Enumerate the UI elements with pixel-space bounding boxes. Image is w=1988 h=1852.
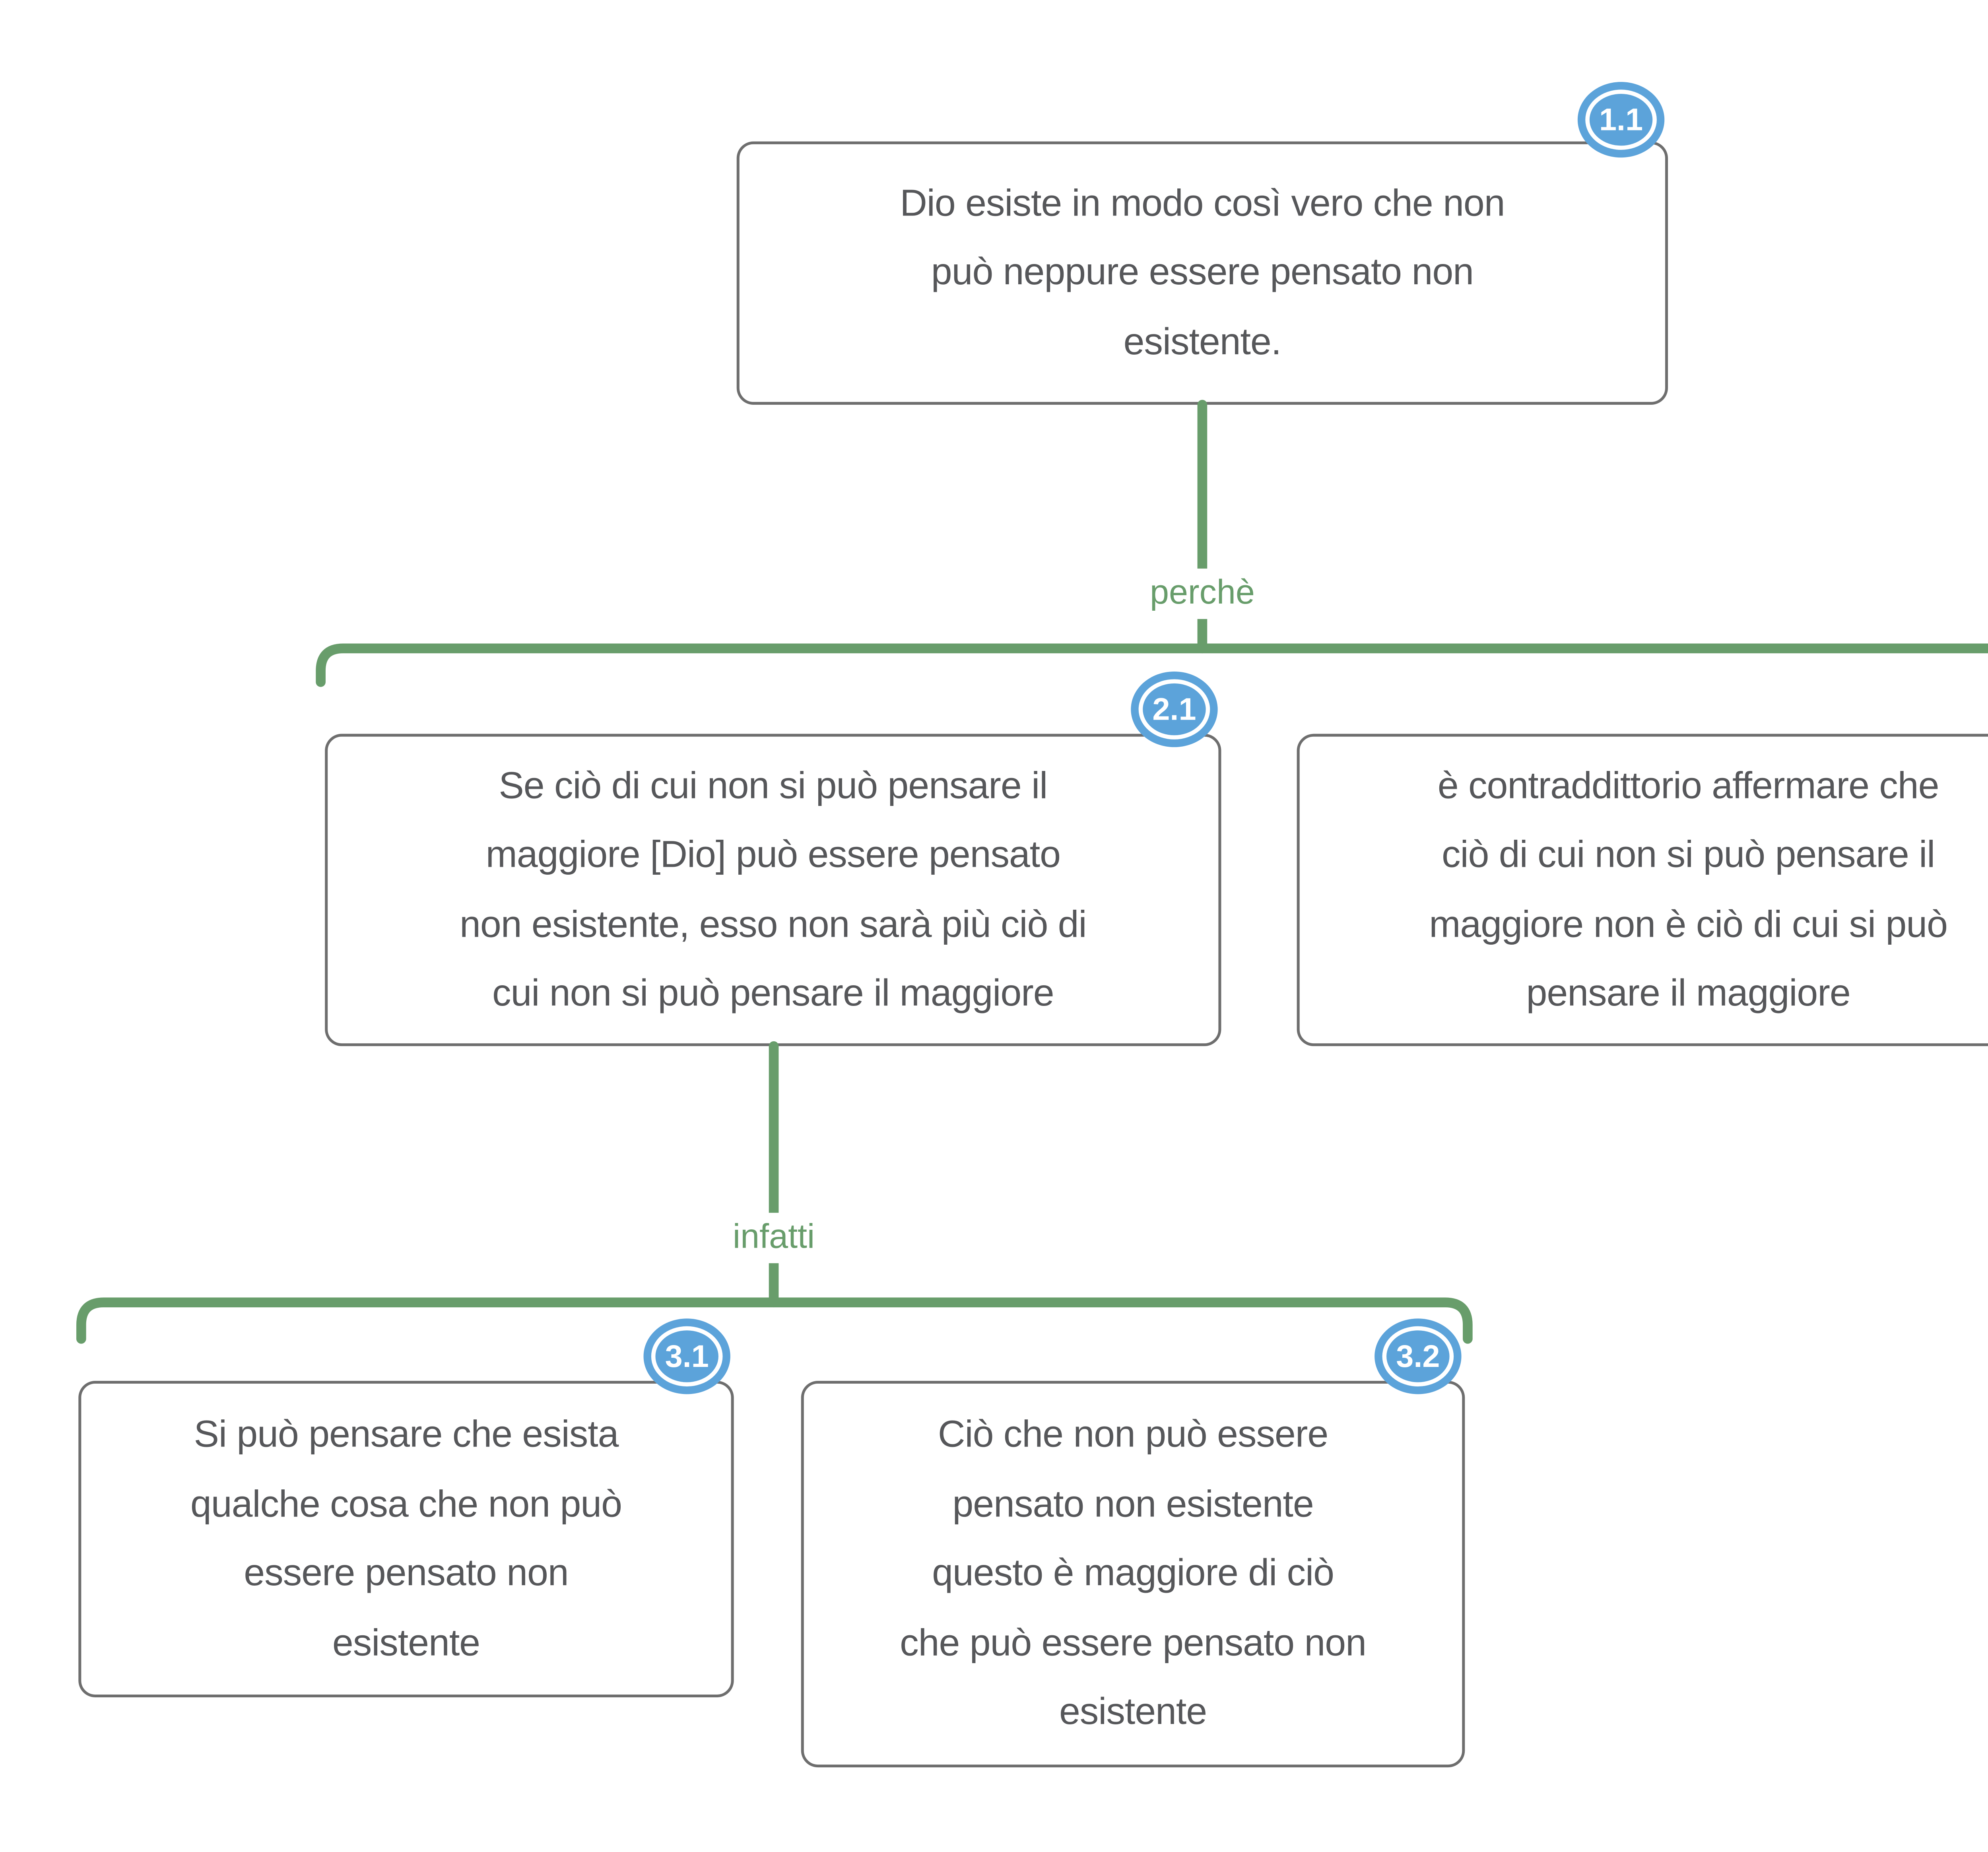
claim-box-3-1[interactable]: Si può pensare che esista qualche cosa c…: [78, 1380, 734, 1698]
claim-box-2-2[interactable]: è contraddittorio affermare che ciò di c…: [1297, 734, 1988, 1046]
claim-text-3-2: Ciò che non può essere pensato non esist…: [900, 1413, 1367, 1733]
node-number-badge-1-1: 1.1: [1585, 89, 1657, 150]
claim-box-2-1[interactable]: Se ciò di cui non si può pensare il magg…: [325, 734, 1221, 1046]
node-number-badge-3-1: 3.1: [651, 1326, 723, 1387]
claim-text-2-1: Se ciò di cui non si può pensare il magg…: [460, 764, 1087, 1014]
node-number-badge-2-1: 2.1: [1138, 679, 1210, 740]
claim-text-3-1: Si può pensare che esista qualche cosa c…: [190, 1413, 622, 1663]
claim-text-2-2: è contraddittorio affermare che ciò di c…: [1429, 764, 1948, 1014]
claim-box-1-1[interactable]: Dio esiste in modo così vero che non può…: [736, 141, 1668, 405]
connector-label-infatti: infatti: [716, 1213, 832, 1264]
connector-label-perche: perchè: [1133, 569, 1272, 619]
claim-box-3-2[interactable]: Ciò che non può essere pensato non esist…: [801, 1380, 1465, 1768]
bracket-level-2: [316, 643, 1988, 687]
bracket-level-3: [76, 1297, 1473, 1344]
claim-text-1-1: Dio esiste in modo così vero che non può…: [900, 182, 1505, 363]
node-number-badge-3-2: 3.2: [1382, 1326, 1454, 1387]
